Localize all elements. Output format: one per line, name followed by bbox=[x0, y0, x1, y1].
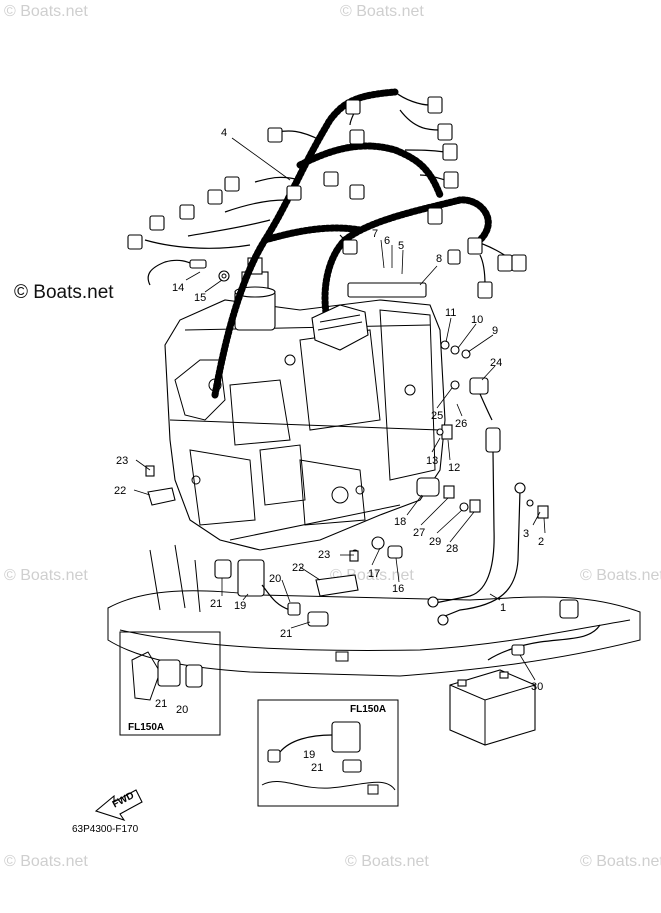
watermark-main-logo: © Boats.net bbox=[14, 282, 114, 303]
callout-4: 4 bbox=[221, 127, 227, 139]
callout-21b: 21 bbox=[280, 628, 292, 640]
switch-assemblies bbox=[145, 465, 359, 627]
callout-10: 10 bbox=[471, 314, 483, 326]
callout-5: 5 bbox=[398, 240, 404, 252]
callout-12: 12 bbox=[448, 462, 460, 474]
watermark-mid-right: © Boats.net bbox=[580, 567, 661, 584]
inset-right-callout-19: 19 bbox=[303, 749, 315, 761]
callout-13: 13 bbox=[426, 455, 438, 467]
watermark-top-right: © Boats.net bbox=[340, 3, 424, 20]
callout-22: 22 bbox=[114, 485, 126, 497]
inset-left-callout-21: 21 bbox=[155, 698, 167, 710]
drawing-code: 63P4300-F170 bbox=[72, 824, 139, 835]
ignition-module bbox=[311, 282, 427, 351]
callout-11: 11 bbox=[445, 307, 456, 319]
callout-18: 18 bbox=[394, 516, 406, 528]
leader-lines bbox=[133, 137, 546, 681]
callout-20: 20 bbox=[269, 573, 281, 585]
callout-6: 6 bbox=[384, 235, 390, 247]
inset-right-frame bbox=[257, 699, 399, 807]
callout-22b: 22 bbox=[292, 562, 304, 574]
callout-17: 17 bbox=[368, 568, 380, 580]
callout-21a: 21 bbox=[210, 598, 222, 610]
right-small-parts bbox=[436, 340, 493, 440]
callout-numbers: 4 7 6 5 8 14 15 11 10 9 24 25 26 13 12 2… bbox=[114, 127, 544, 774]
engine-block bbox=[164, 257, 446, 551]
callout-27: 27 bbox=[413, 527, 425, 539]
callout-1: 1 bbox=[500, 602, 506, 614]
watermark-bottom-center: © Boats.net bbox=[345, 853, 429, 870]
watermark-bottom-left: © Boats.net bbox=[4, 853, 88, 870]
callout-24: 24 bbox=[490, 357, 502, 369]
callout-29: 29 bbox=[429, 536, 441, 548]
inset-left-title: FL150A bbox=[128, 722, 164, 733]
callout-9: 9 bbox=[492, 325, 498, 337]
wiring-harness bbox=[144, 88, 516, 399]
watermark-top-left: © Boats.net bbox=[4, 3, 88, 20]
inset-right-content bbox=[261, 721, 396, 795]
callout-15: 15 bbox=[194, 292, 206, 304]
callout-25: 25 bbox=[431, 410, 443, 422]
lower-mid-parts bbox=[351, 477, 481, 559]
harness-connectors bbox=[127, 96, 527, 299]
inset-left-frame bbox=[119, 631, 221, 736]
callout-23b: 23 bbox=[318, 549, 330, 561]
callout-26: 26 bbox=[455, 418, 467, 430]
callout-7: 7 bbox=[372, 228, 378, 240]
callout-8: 8 bbox=[436, 253, 442, 265]
callout-19: 19 bbox=[234, 600, 246, 612]
inset-left-callout-20: 20 bbox=[176, 704, 188, 716]
battery bbox=[449, 599, 601, 746]
callout-30: 30 bbox=[531, 681, 543, 693]
callout-2: 2 bbox=[538, 536, 544, 548]
inset-right-title: FL150A bbox=[350, 704, 386, 715]
watermark-bottom-right: © Boats.net bbox=[580, 853, 661, 870]
callout-23: 23 bbox=[116, 455, 128, 467]
callout-16: 16 bbox=[392, 583, 404, 595]
callout-28: 28 bbox=[446, 543, 458, 555]
callout-3: 3 bbox=[523, 528, 529, 540]
sensor-parts bbox=[147, 259, 230, 286]
fwd-arrow-icon: FWD bbox=[94, 789, 143, 822]
watermark-mid-left: © Boats.net bbox=[4, 567, 88, 584]
inset-left-content bbox=[131, 651, 203, 701]
battery-cables bbox=[427, 427, 549, 626]
callout-14: 14 bbox=[172, 282, 184, 294]
inset-right-callout-21: 21 bbox=[311, 762, 323, 774]
